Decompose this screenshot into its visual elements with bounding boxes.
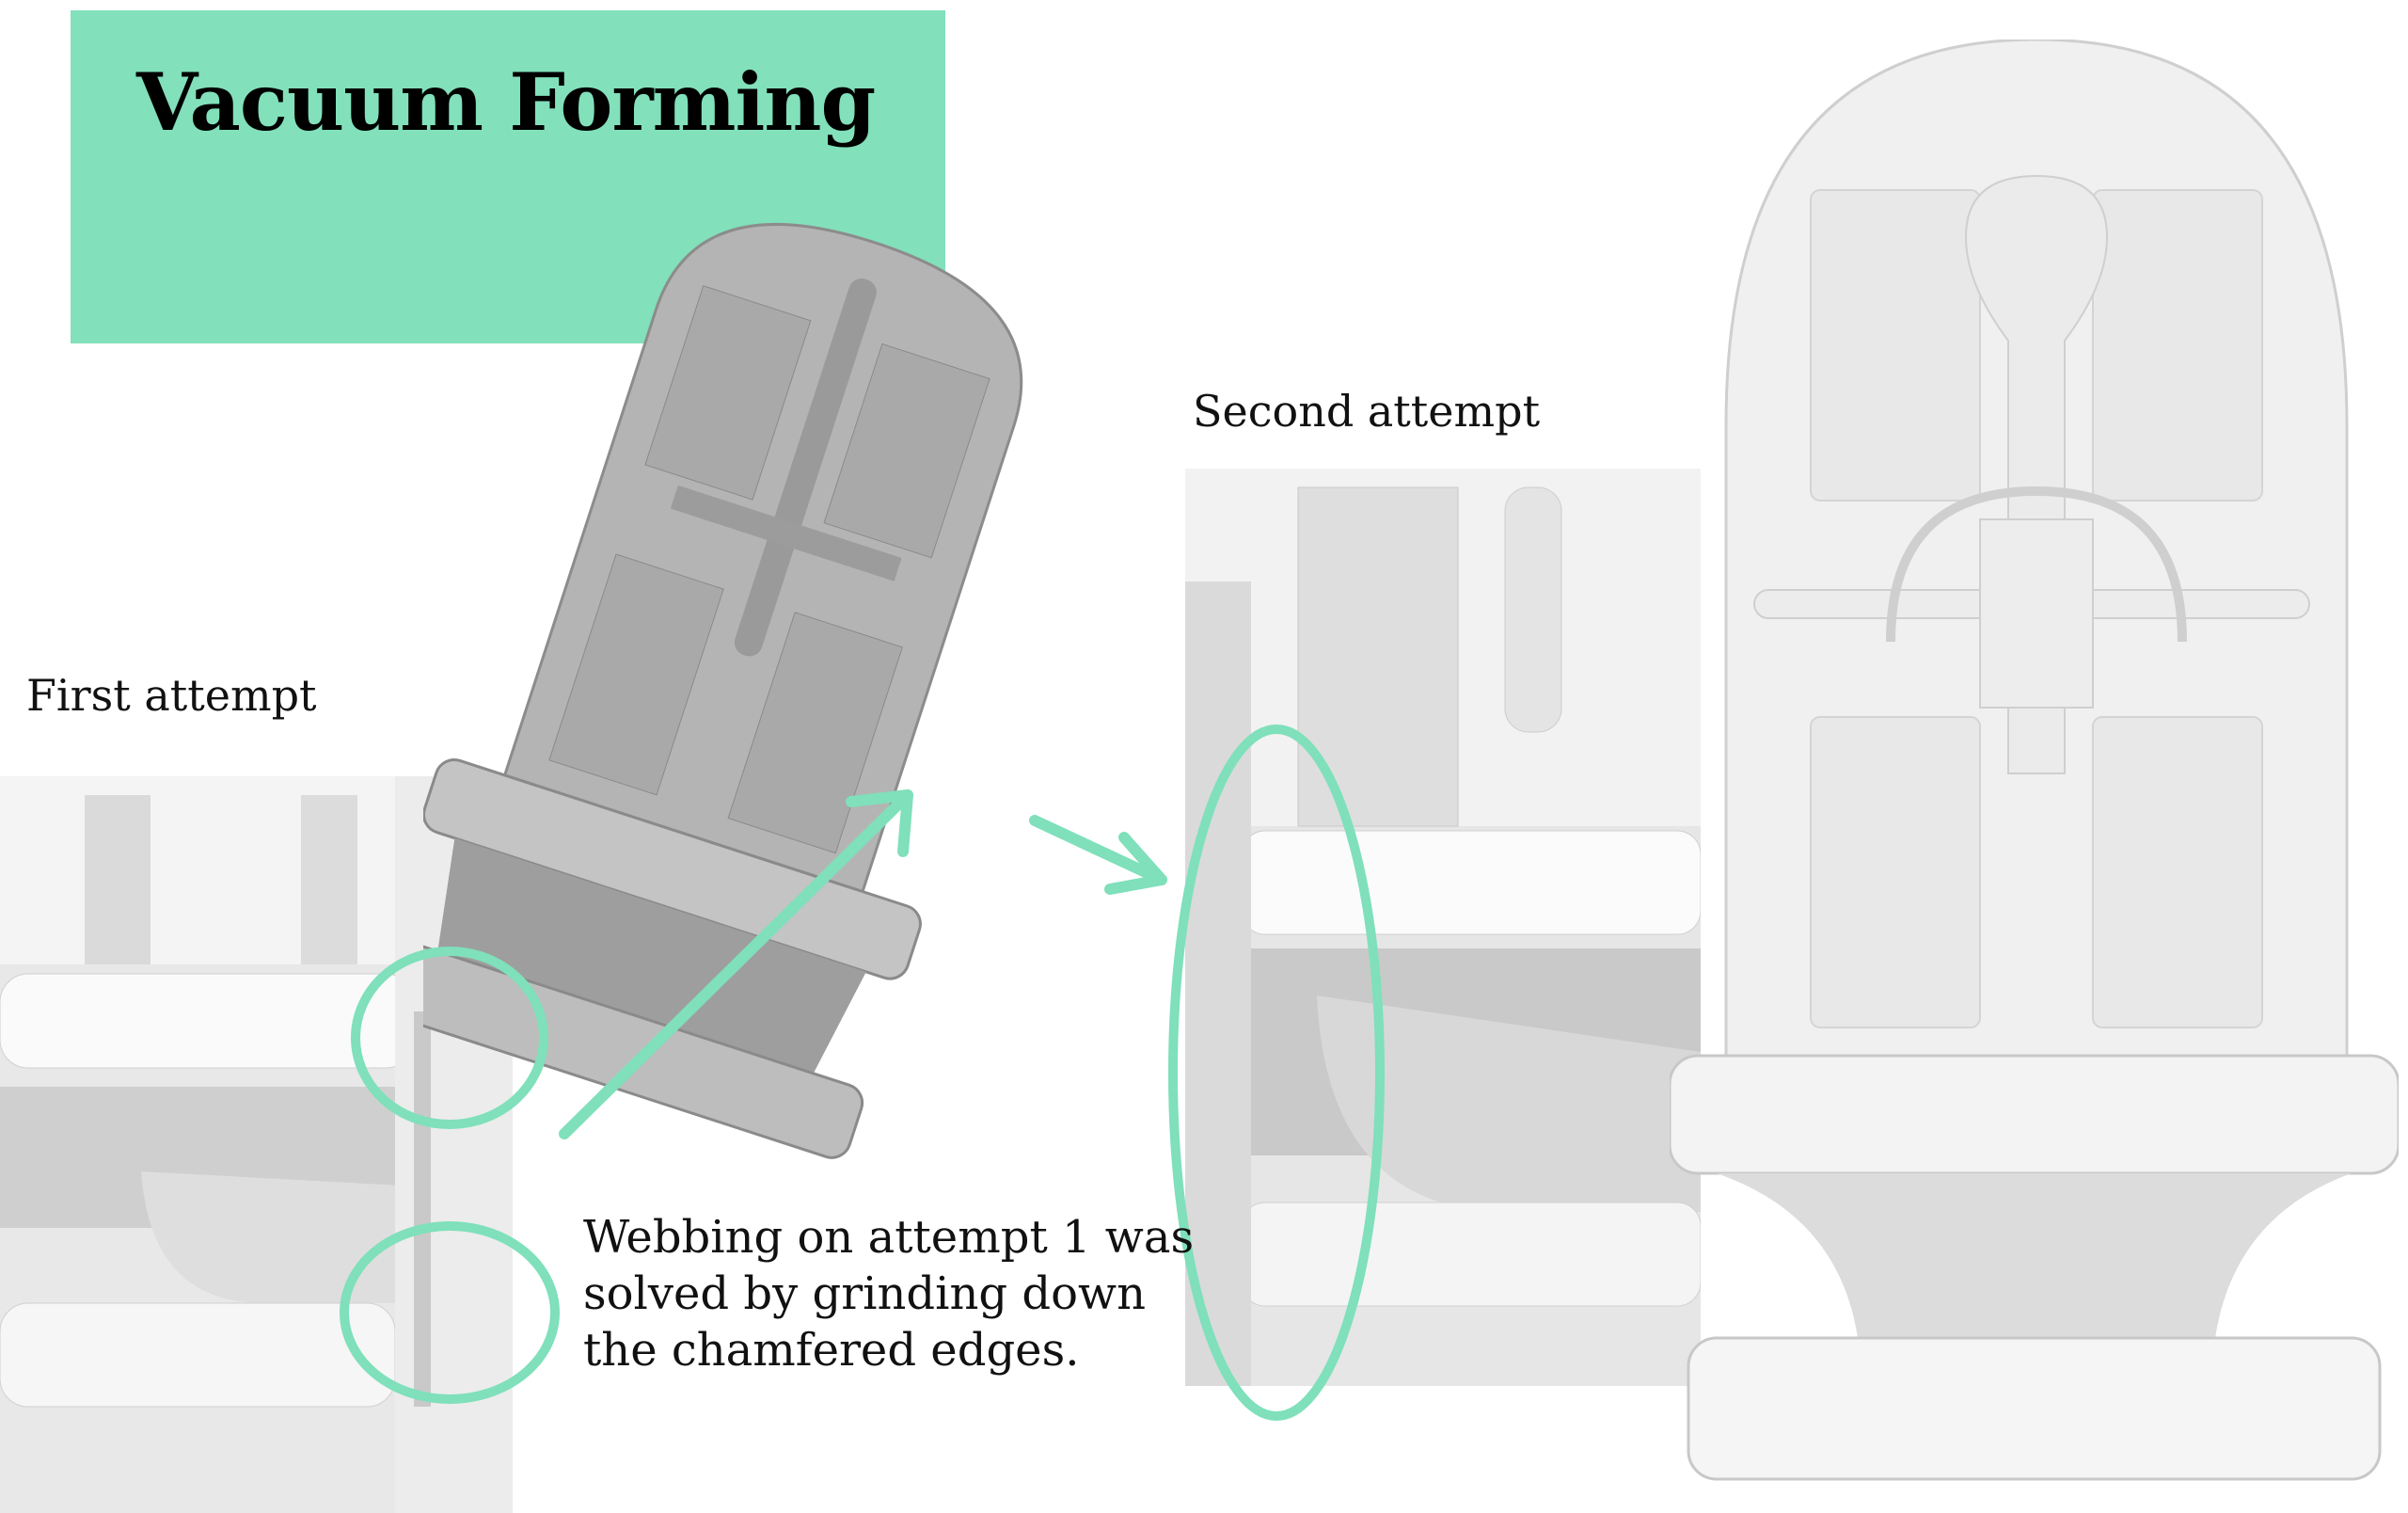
title-banner: Vacuum Forming — [71, 10, 945, 343]
webbing-note-line: Webbing on attempt 1 was — [583, 1211, 1195, 1264]
first-attempt-caption: First attempt — [26, 670, 317, 721]
second-attempt-circle — [1168, 725, 1385, 1421]
second-attempt-caption: Second attempt — [1193, 386, 1541, 437]
final-part-photo — [1670, 40, 2399, 1507]
webbing-note: Webbing on attempt 1 was solved by grind… — [583, 1209, 1194, 1378]
webbing-note-line: the chamfered edges. — [583, 1324, 1080, 1377]
webbing-note-line: solved by grinding down — [583, 1267, 1147, 1320]
page-title: Vacuum Forming — [136, 56, 876, 149]
mold-photo — [423, 216, 1138, 1167]
arrow-to-second-attempt-icon — [1029, 815, 1167, 895]
webbing-circle-top — [351, 947, 548, 1129]
arrow-to-mold-icon — [559, 789, 913, 1139]
webbing-circle-bottom — [340, 1221, 560, 1404]
